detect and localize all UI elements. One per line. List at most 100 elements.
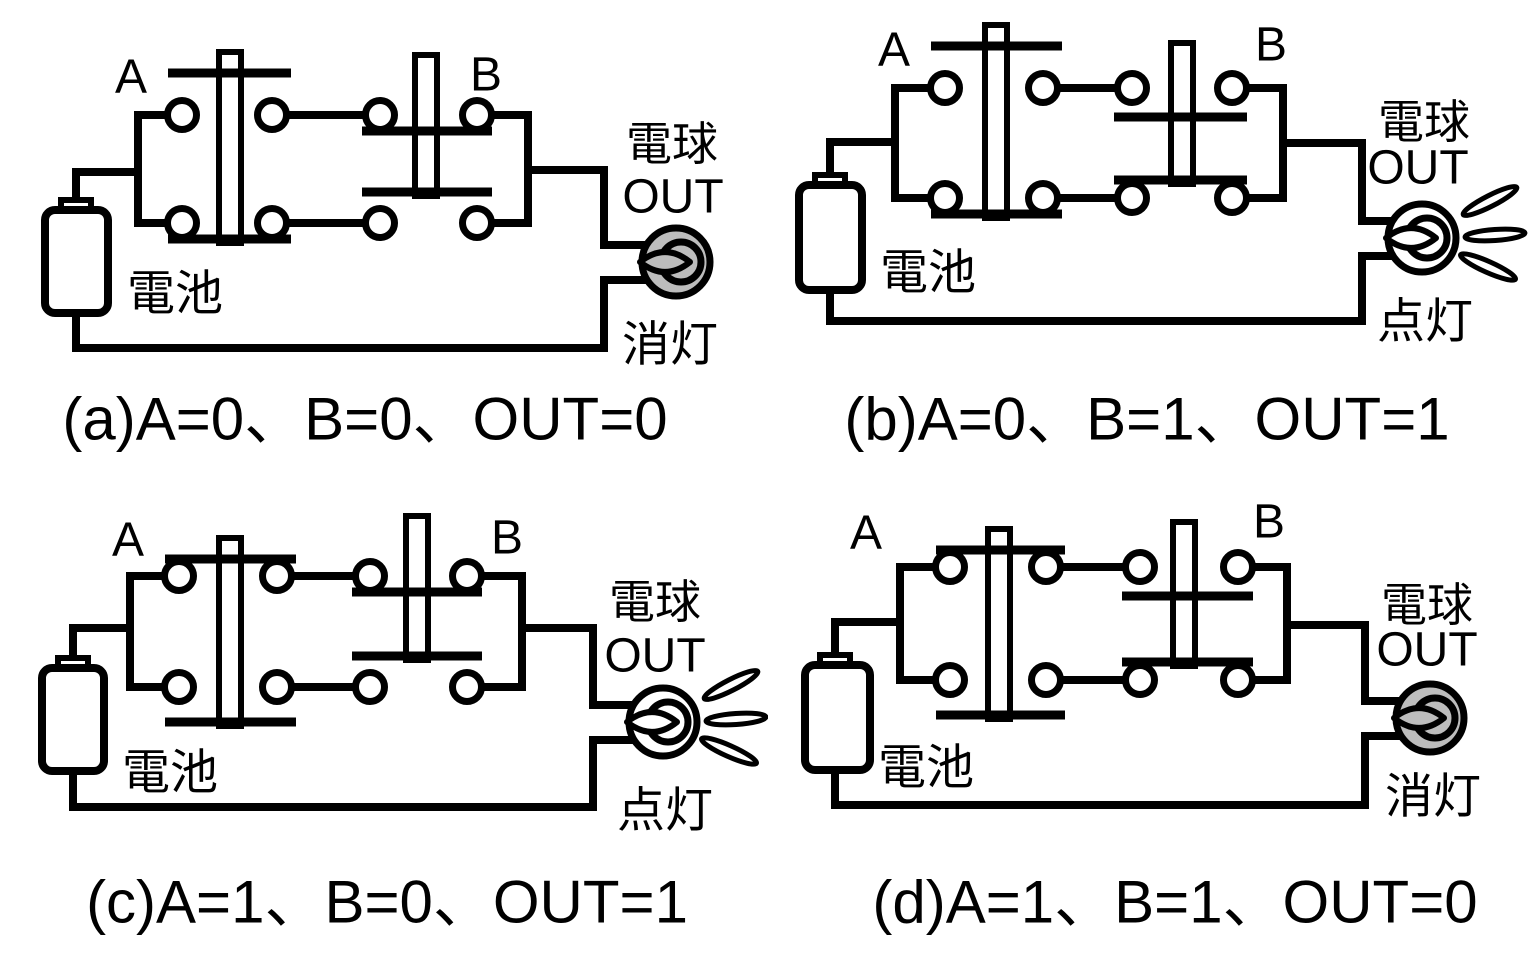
- switch-b-contact-bottom-left: [1114, 180, 1150, 216]
- switch-b-lower-bar: [1114, 175, 1247, 185]
- battery-body: [795, 181, 866, 294]
- switch-a-plunger: [985, 526, 1013, 722]
- switch-b-contact-top-left: [1122, 549, 1158, 585]
- switch-b-plunger: [412, 52, 440, 199]
- wire-to-bulb: [1283, 139, 1400, 225]
- panel-caption: (b)A=0、B=1、OUT=1: [844, 386, 1449, 453]
- light-ray-icon: [1462, 226, 1528, 244]
- switch-a-contact-top-right: [1025, 70, 1061, 106]
- switch-b-lower-bar: [362, 187, 492, 197]
- wire-to-bulb: [522, 624, 641, 709]
- switch-b-label: B: [1255, 19, 1287, 72]
- panel-caption: (d)A=1、B=1、OUT=0: [872, 869, 1477, 936]
- switch-b-upper-bar: [1122, 591, 1253, 601]
- switch-a-plunger: [982, 22, 1010, 221]
- switch-b-contact-top-right: [449, 558, 485, 594]
- bulb-status-label: 消灯: [1385, 771, 1481, 824]
- switch-a-label: A: [878, 24, 910, 77]
- wire-return: [69, 736, 641, 811]
- switch-b-contact-bottom-left: [352, 669, 388, 705]
- switch-a-contact-bottom-right: [254, 205, 290, 241]
- wire-return: [831, 732, 1408, 809]
- wire-to-bulb: [528, 166, 654, 249]
- bulb-label: 電球: [1378, 96, 1470, 148]
- bulb-label: 電球: [609, 576, 701, 628]
- switch-b-upper-bar: [1114, 112, 1247, 122]
- bulb-status-label: 点灯: [617, 785, 713, 838]
- battery-label: 電池: [127, 268, 223, 321]
- switch-a-upper-bar: [165, 554, 296, 564]
- switch-b-contact-top-right: [1214, 70, 1250, 106]
- bulb-status-label: 消灯: [622, 319, 718, 372]
- light-ray-icon: [703, 710, 768, 728]
- wire-output-collector: [1245, 84, 1287, 202]
- switch-a-contact-bottom-right: [1025, 180, 1061, 216]
- switch-a-contact-top-right: [259, 558, 295, 594]
- battery-label: 電池: [878, 742, 974, 795]
- battery-label: 電池: [880, 247, 976, 300]
- wire-battery-split: [896, 563, 937, 684]
- switch-a-label: A: [850, 507, 882, 560]
- switch-a-plunger: [216, 49, 244, 246]
- wire-output-collector: [490, 111, 532, 227]
- switch-a-lower-bar: [168, 234, 291, 244]
- wire-battery-split: [126, 572, 166, 691]
- switch-b-contact-top-right: [1220, 549, 1256, 585]
- switch-b-contact-bottom-right: [459, 205, 495, 241]
- switch-b-lower-bar: [1122, 657, 1253, 667]
- switch-a-upper-bar: [168, 68, 291, 78]
- switch-b-contact-top-left: [352, 558, 388, 594]
- wire-battery-feed: [831, 618, 900, 655]
- bulb-filament-lens: [1383, 225, 1439, 251]
- wire-return: [72, 276, 654, 352]
- battery-label: 電池: [122, 747, 218, 800]
- wire-output-collector: [1251, 563, 1291, 684]
- switch-b-lower-bar: [352, 651, 482, 661]
- switch-b-contact-top-left: [362, 97, 398, 133]
- switch-b-contact-bottom-right: [1220, 662, 1256, 698]
- switch-a-lower-bar: [165, 717, 296, 727]
- bulb-label: 電球: [626, 118, 718, 170]
- wire-return: [826, 252, 1400, 325]
- switch-b-label: B: [491, 512, 523, 565]
- switch-a-contact-bottom-left: [932, 662, 968, 698]
- wire-to-bulb: [1287, 621, 1408, 705]
- panel-caption: (a)A=0、B=0、OUT=0: [62, 386, 667, 453]
- switch-a-label: A: [112, 514, 144, 567]
- switch-a-contact-top-left: [164, 97, 200, 133]
- bulb-label: 電球: [1381, 579, 1473, 631]
- switch-a-contact-bottom-left: [164, 205, 200, 241]
- switch-a-contact-bottom-left: [927, 180, 963, 216]
- wire-battery-feed: [72, 168, 138, 200]
- light-ray-icon: [701, 668, 761, 702]
- bulb-out-label: OUT: [1376, 624, 1477, 677]
- wire-battery-feed: [826, 138, 895, 175]
- switch-a-plunger: [216, 535, 244, 729]
- switch-a-contact-bottom-right: [259, 669, 295, 705]
- switch-a-contact-bottom-left: [161, 669, 197, 705]
- bulb-out-label: OUT: [622, 171, 723, 224]
- bulb-filament-lens: [624, 709, 680, 735]
- battery-body: [38, 664, 108, 775]
- light-ray-icon: [1458, 251, 1518, 283]
- switch-a-upper-bar: [936, 545, 1065, 555]
- switch-b-upper-bar: [352, 587, 482, 597]
- bulb-status-label: 点灯: [1377, 296, 1473, 349]
- light-ray-icon: [699, 735, 759, 767]
- switch-a-contact-top-left: [161, 558, 197, 594]
- panel-caption: (c)A=1、B=0、OUT=1: [86, 869, 688, 936]
- switch-b-contact-bottom-left: [1122, 662, 1158, 698]
- switch-b-contact-bottom-right: [449, 669, 485, 705]
- switch-b-label: B: [1253, 496, 1285, 549]
- switch-b-contact-bottom-right: [1214, 180, 1250, 216]
- wire-battery-split: [134, 111, 169, 227]
- switch-b-contact-top-right: [459, 97, 495, 133]
- wire-battery-feed: [69, 624, 130, 658]
- bulb-out-label: OUT: [1367, 142, 1468, 195]
- switch-a-label: A: [115, 51, 147, 104]
